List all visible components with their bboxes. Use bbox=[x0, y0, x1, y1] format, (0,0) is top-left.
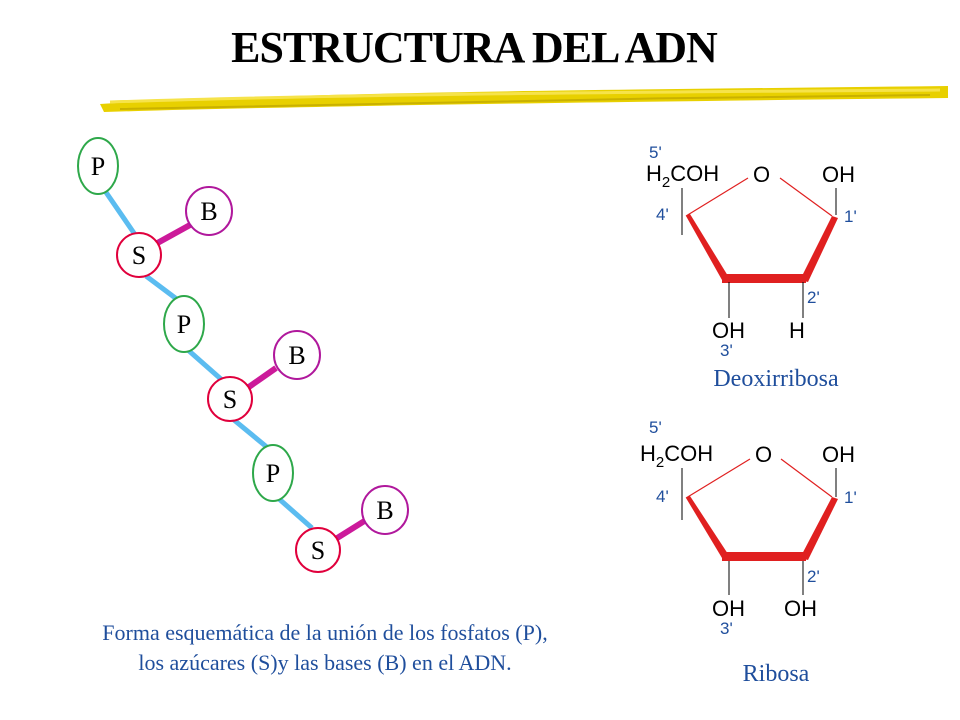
carbon-2-label: 2' bbox=[807, 288, 820, 307]
dna-chain: P B S P B S P bbox=[77, 137, 409, 573]
c2-substituent: OH bbox=[784, 596, 817, 621]
c1-oh: OH bbox=[822, 162, 855, 187]
base-label: B bbox=[288, 341, 305, 370]
sugar-node: S bbox=[295, 527, 341, 573]
base-label: B bbox=[200, 197, 217, 226]
h2coh-h: H bbox=[640, 441, 656, 466]
h2coh-subscript: 2 bbox=[662, 174, 670, 191]
deoxyribose-structure: 5' H2COH O OH 4' 1' 2' OH H 3' bbox=[646, 143, 857, 360]
base-node: B bbox=[361, 485, 409, 535]
phosphate-label: P bbox=[91, 152, 105, 181]
ribose-structure: 5' H2COH O OH 4' 1' 2' OH OH 3' bbox=[640, 418, 857, 638]
base-node: B bbox=[185, 186, 233, 236]
backbone-bond bbox=[144, 274, 180, 302]
sugar-node: S bbox=[207, 376, 253, 422]
deoxyribose-name: Deoxirribosa bbox=[713, 366, 839, 392]
carbon-4-label: 4' bbox=[656, 205, 669, 224]
glycosidic-bond bbox=[150, 222, 192, 249]
diagram-caption: Forma esquemática de la unión de los fos… bbox=[20, 618, 630, 678]
base-node: B bbox=[273, 330, 321, 380]
page-title: ESTRUCTURA DEL ADN bbox=[231, 23, 718, 72]
c3-oh: OH bbox=[712, 596, 745, 621]
backbone-bond bbox=[276, 496, 314, 530]
glycosidic-bond bbox=[244, 365, 278, 392]
carbon-5-label: 5' bbox=[649, 143, 662, 162]
ring-oxygen: O bbox=[755, 442, 772, 467]
glycosidic-bond bbox=[332, 517, 368, 543]
phosphate-label: P bbox=[177, 310, 191, 339]
carbon-2-label: 2' bbox=[807, 567, 820, 586]
svg-text:H2COH: H2COH bbox=[640, 441, 713, 471]
h2coh-subscript: 2 bbox=[656, 454, 664, 471]
c3-oh: OH bbox=[712, 318, 745, 343]
c2-substituent: H bbox=[789, 318, 805, 343]
carbon-3-label: 3' bbox=[720, 619, 733, 638]
ring-oxygen: O bbox=[753, 162, 770, 187]
sugar-label: S bbox=[223, 385, 237, 414]
sugar-node: S bbox=[116, 232, 162, 278]
phosphate-node: P bbox=[77, 137, 119, 195]
c1-oh: OH bbox=[822, 442, 855, 467]
h2coh-rest: COH bbox=[670, 161, 719, 186]
title-underline bbox=[100, 86, 948, 112]
carbon-5-label: 5' bbox=[649, 418, 662, 437]
h2coh-rest: COH bbox=[664, 441, 713, 466]
phosphate-node: P bbox=[163, 295, 205, 353]
caption-line-1: Forma esquemática de la unión de los fos… bbox=[102, 620, 548, 645]
carbon-3-label: 3' bbox=[720, 341, 733, 360]
sugar-label: S bbox=[311, 536, 325, 565]
caption-line-2: los azúcares (S)y las bases (B) en el AD… bbox=[138, 650, 512, 675]
backbone-bond bbox=[186, 348, 224, 382]
backbone-bond bbox=[232, 418, 270, 450]
base-label: B bbox=[376, 496, 393, 525]
carbon-1-label: 1' bbox=[844, 488, 857, 507]
backbone-bond bbox=[98, 183, 139, 238]
phosphate-label: P bbox=[266, 459, 280, 488]
carbon-4-label: 4' bbox=[656, 487, 669, 506]
ribose-name: Ribosa bbox=[742, 661, 810, 687]
phosphate-node: P bbox=[252, 444, 294, 502]
sugar-label: S bbox=[132, 241, 146, 270]
svg-text:H2COH: H2COH bbox=[646, 161, 719, 191]
h2coh-h: H bbox=[646, 161, 662, 186]
carbon-1-label: 1' bbox=[844, 207, 857, 226]
